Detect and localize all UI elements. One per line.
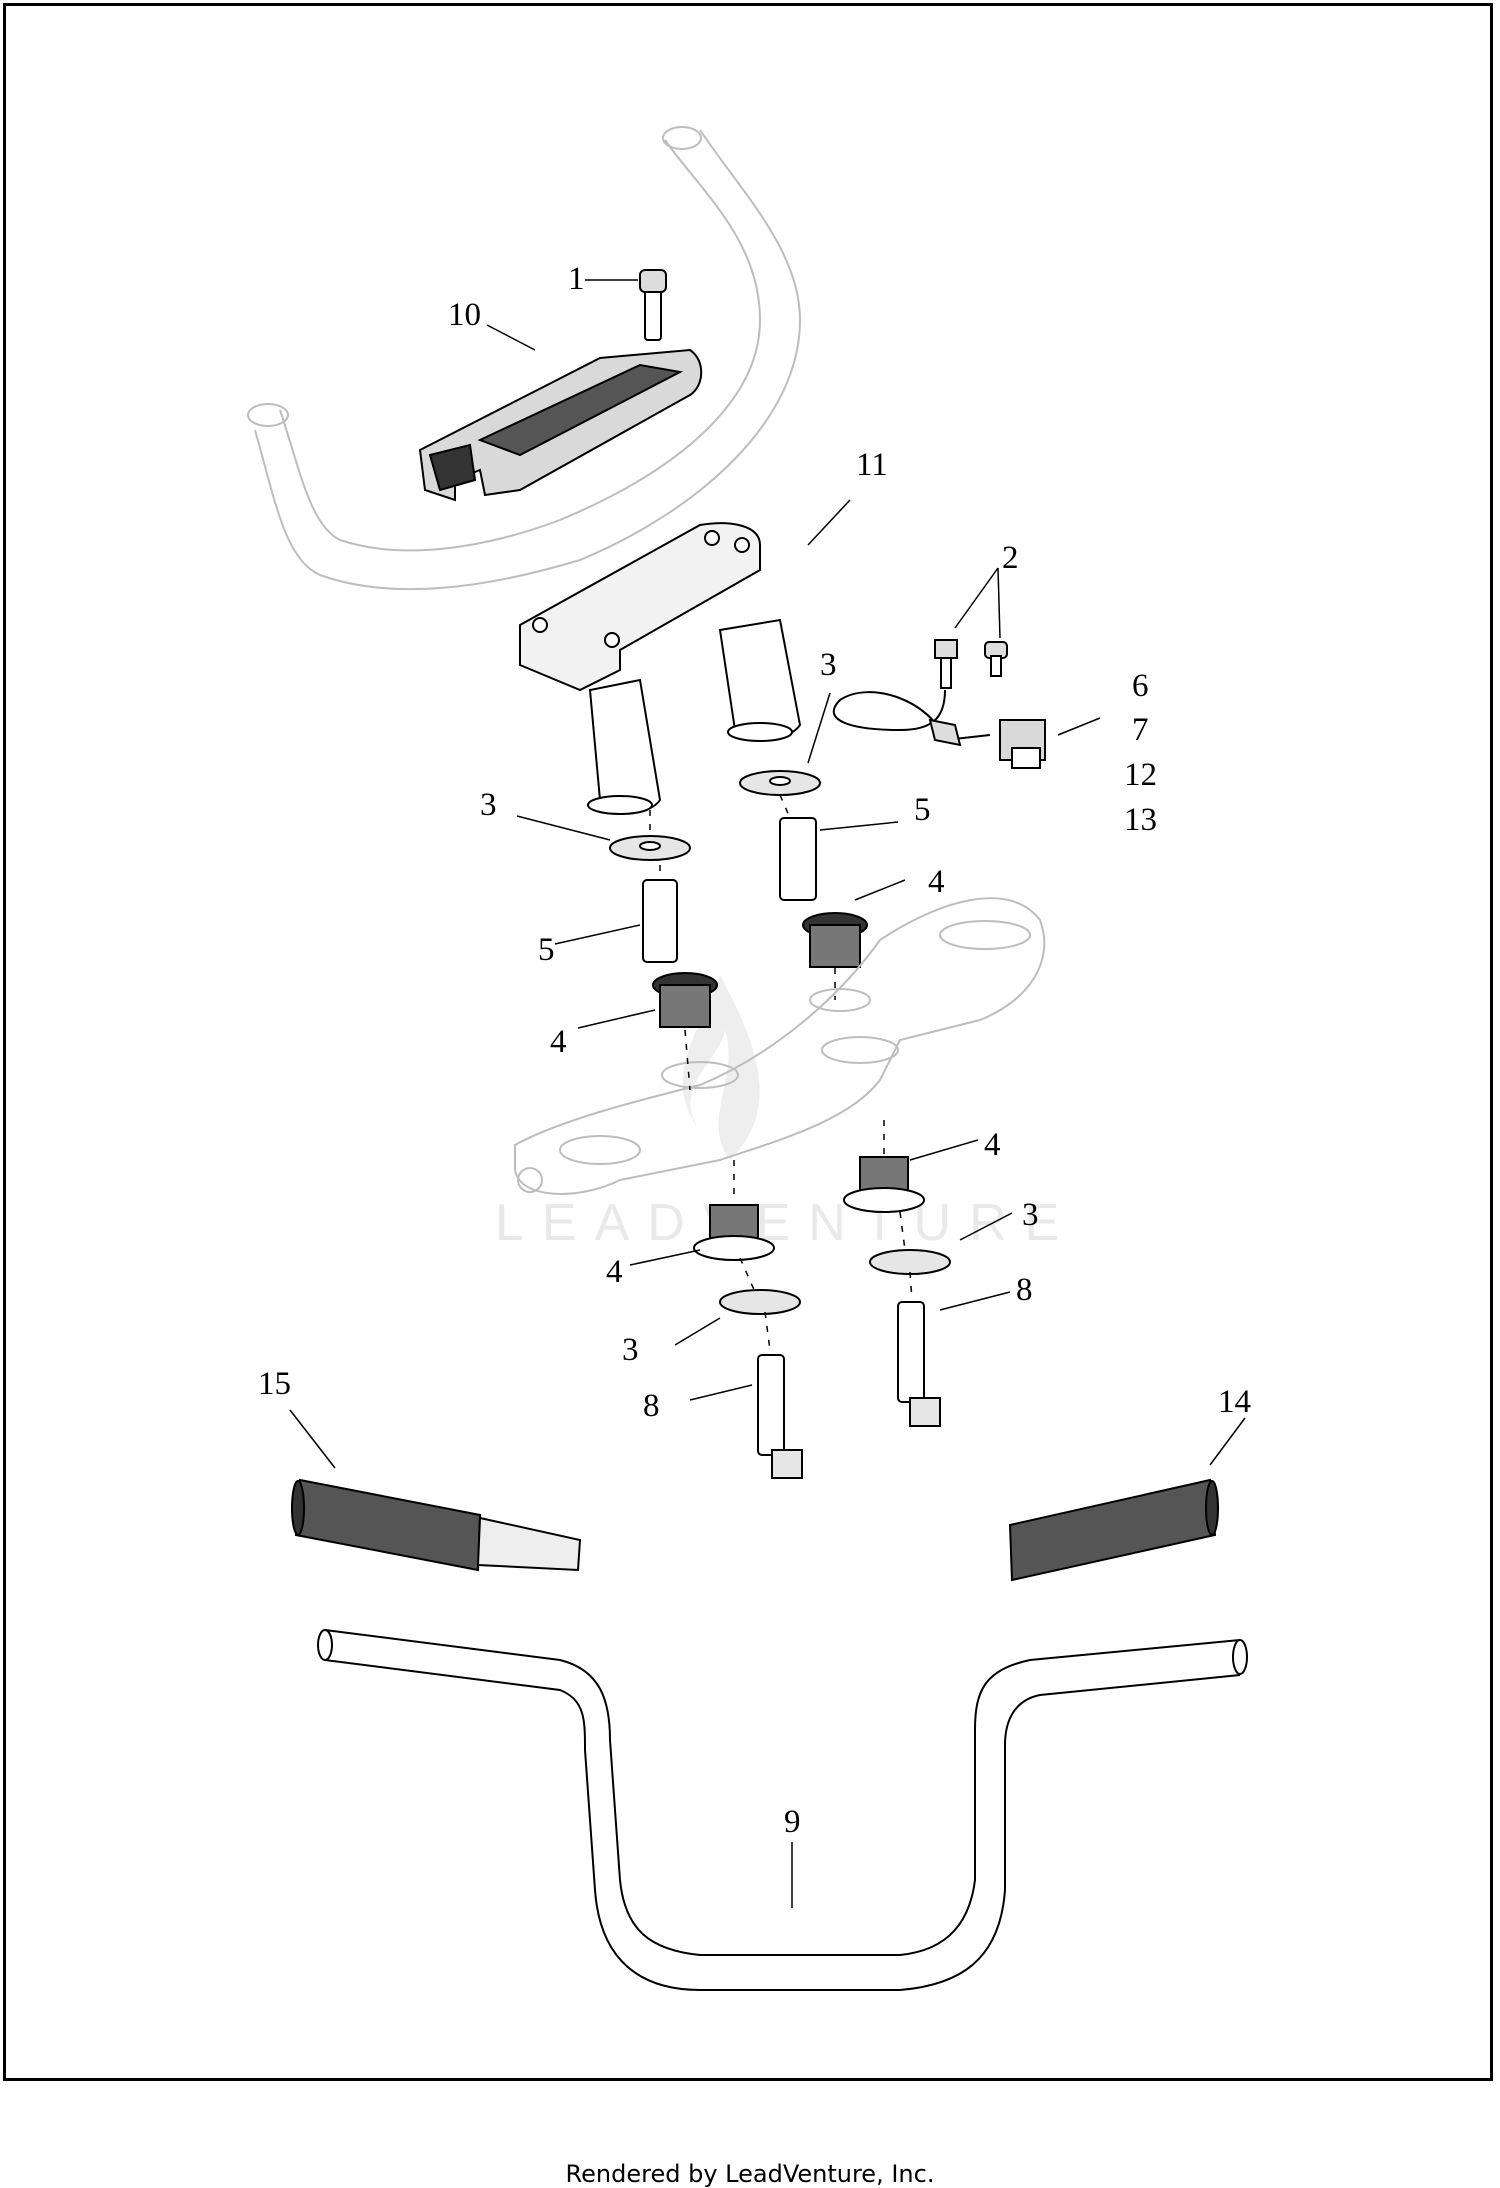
callout-3-c: 3 — [1022, 1197, 1039, 1233]
part-bearing-4-upper — [652, 912, 868, 1028]
part-screw-1 — [639, 269, 667, 341]
callout-8-a: 8 — [1016, 1272, 1033, 1308]
callout-11: 11 — [856, 447, 888, 483]
part-grip-14 — [1008, 1478, 1219, 1582]
callout-10: 10 — [448, 297, 481, 333]
callout-8-b: 8 — [643, 1388, 660, 1424]
callout-4-b: 4 — [550, 1024, 567, 1060]
diagram-frame — [3, 3, 1493, 2081]
part-riser-11 — [519, 522, 802, 815]
ghost-lower-bracket — [514, 897, 1046, 1195]
callout-5-a: 5 — [914, 792, 931, 828]
callout-4-d: 4 — [606, 1254, 623, 1290]
part-washer-3-lower — [719, 1249, 951, 1315]
ghost-handlebar — [247, 126, 802, 591]
part-bolt-8 — [757, 1301, 941, 1479]
callout-14: 14 — [1218, 1384, 1251, 1420]
callout-3-d: 3 — [622, 1332, 639, 1368]
part-grip-15 — [291, 1478, 582, 1572]
footer-credit: Rendered by LeadVenture, Inc. — [565, 2160, 935, 2188]
callout-12: 12 — [1124, 757, 1157, 793]
part-spacer-5 — [642, 817, 817, 963]
assembly-axes — [649, 794, 913, 1351]
part-washer-3-upper — [609, 770, 821, 861]
callout-13: 13 — [1124, 802, 1157, 838]
callout-1: 1 — [568, 261, 585, 297]
part-harness-6-7-12-13 — [832, 689, 1046, 769]
part-bolts-2 — [934, 639, 1008, 689]
callout-labels: 1 10 11 2 3 3 6 7 12 13 5 4 5 4 4 3 4 8 … — [258, 261, 1251, 1840]
callout-6: 6 — [1132, 668, 1149, 704]
callout-3-a: 3 — [820, 647, 837, 683]
part-bearing-4-lower — [693, 1156, 925, 1261]
callout-4-c: 4 — [984, 1127, 1001, 1163]
callout-7: 7 — [1132, 712, 1149, 748]
callout-2: 2 — [1002, 540, 1019, 576]
watermark-text: LEADVENTURE — [495, 1194, 1077, 1252]
callout-15: 15 — [258, 1366, 291, 1402]
callout-9: 9 — [784, 1804, 801, 1840]
part-clamp-cover-10 — [418, 348, 703, 502]
watermark: LEADVENTURE — [495, 975, 1077, 1252]
part-handlebar-9 — [317, 1629, 1248, 1991]
callout-4-a: 4 — [928, 864, 945, 900]
callout-3-b: 3 — [480, 787, 497, 823]
leader-lines — [289, 279, 1246, 1908]
callout-5-b: 5 — [538, 932, 555, 968]
